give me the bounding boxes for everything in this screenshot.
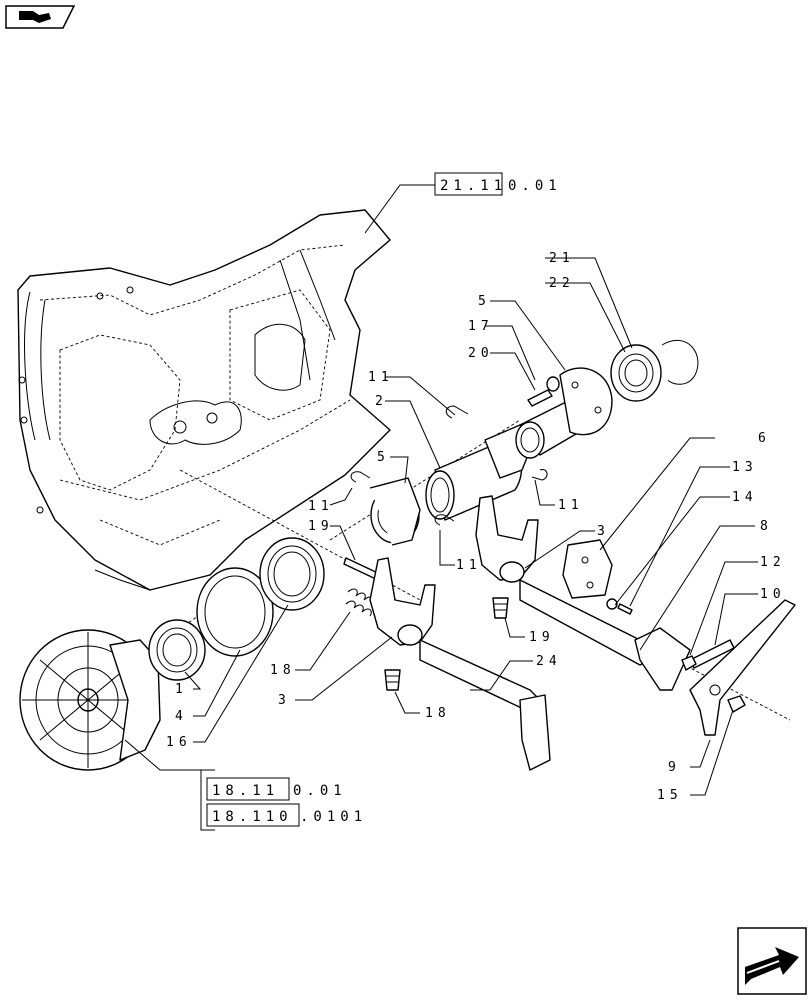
callout-24: 24: [536, 654, 562, 669]
screw-21: [527, 376, 560, 407]
plug-19-left: [384, 669, 401, 691]
callout-3-right: 3: [597, 524, 610, 539]
clip-11-lower: [434, 514, 455, 526]
arrow-forward-icon[interactable]: [737, 927, 807, 995]
callout-4: 4: [175, 709, 188, 724]
clutch-assembly: [19, 629, 161, 771]
callout-21: 20: [468, 346, 494, 361]
clip-11-right: [531, 468, 548, 481]
screw-14: [617, 603, 633, 615]
callout-8: 8: [760, 519, 773, 534]
release-bearing-5: [369, 477, 421, 546]
callout-20: 19: [308, 519, 334, 534]
clip-11-left: [350, 471, 371, 483]
callout-14: 13: [732, 460, 758, 475]
callout-12: 12: [760, 555, 786, 570]
callout-17: 17: [468, 319, 494, 334]
housing-reference[interactable]: 21.11 0.01: [434, 172, 562, 196]
nut-12: [681, 655, 697, 671]
callout-5: 5: [377, 450, 390, 465]
callout-3-left: 3: [278, 693, 291, 708]
washer-15: [606, 598, 618, 610]
callout-10: 10: [760, 587, 786, 602]
transmission-housing: [17, 209, 391, 591]
callout-1: 1: [175, 682, 188, 697]
callout-19-left: 18: [425, 706, 451, 721]
callout-labels: 21 22 5 17 20 11 2 5 11 19 11 11 3 6 13 …: [166, 251, 786, 803]
clutch-reference[interactable]: 18.11 0.01 18.110 .0101: [200, 769, 367, 831]
bracket-6: [562, 539, 613, 599]
fork-centerline: [559, 599, 791, 721]
circlip-22: [661, 339, 699, 385]
clutch-ref-2-rest: .0101: [300, 809, 367, 825]
fork-3-left: [369, 557, 551, 771]
callout-11-right: 11: [558, 498, 584, 513]
seal-4: [196, 567, 274, 657]
callout-2: 2: [375, 394, 388, 409]
callout-16: 16: [166, 735, 192, 750]
fork-3-right: [475, 495, 691, 691]
guide-tube-7: [515, 367, 613, 459]
callout-9: 9: [668, 760, 681, 775]
clutch-ref-1-rest: 0.01: [293, 783, 347, 799]
housing-ref-rest: 0.01: [508, 178, 562, 194]
clutch-ref-2-boxed: 18.110: [212, 809, 293, 825]
leader-lines: [124, 184, 758, 796]
callout-11-left: 11: [308, 499, 334, 514]
callout-6: 6: [758, 431, 771, 446]
callout-19-right: 19: [529, 630, 555, 645]
callout-7: 5: [478, 294, 491, 309]
callout-11-top: 11: [368, 370, 394, 385]
bearing-23: [610, 344, 662, 402]
callout-15: 14: [732, 490, 758, 505]
bearing-16: [259, 537, 325, 611]
callout-13: 15: [657, 788, 683, 803]
seal-1: [148, 619, 206, 681]
callout-11-lower: 11: [456, 558, 482, 573]
clutch-ref-1-boxed: 18.11: [212, 783, 279, 799]
clip-11-top: [445, 405, 469, 419]
plug-19-right: [492, 597, 509, 619]
nut-13: [727, 695, 746, 713]
lever-9: [689, 599, 796, 736]
housing-ref-boxed: 21.11: [440, 178, 507, 194]
callout-23: 22: [549, 276, 575, 291]
callout-22: 21: [549, 251, 575, 266]
arrow-back-icon[interactable]: [5, 5, 76, 29]
callout-18: 18: [270, 663, 296, 678]
